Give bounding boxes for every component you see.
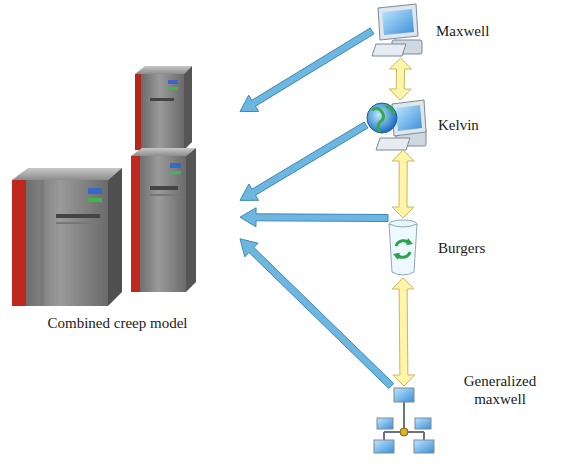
model-label: Generalized maxwell [458,372,542,408]
server-group: Combined creep model [10,66,240,306]
model-label: Kelvin [438,116,538,134]
network-icon [374,388,434,453]
server-large [12,168,122,306]
recycle-bin-icon [389,220,417,275]
model-icon: Maxwell [372,4,427,58]
model-icon: Kelvin [366,100,428,150]
caption-holder: Kelvin [438,116,538,134]
model-label: Burgers [438,239,538,257]
double-arrow [389,58,411,100]
flow-arrow [240,208,388,227]
caption-holder: Maxwell [436,22,536,40]
model-label: Maxwell [436,22,536,40]
globe-computer-icon [367,100,426,150]
double-arrow [392,278,415,386]
caption-holder: Combined creep model [0,314,235,332]
model-label: Combined creep model [0,314,235,332]
model-icon: Generalized maxwell [372,386,436,456]
server-middle [131,148,196,292]
caption-holder: Burgers [438,239,538,257]
flow-arrow [240,28,374,112]
server-small-top [135,66,192,150]
double-arrow [392,150,414,218]
flow-arrow [240,239,394,389]
model-icon: Burgers [388,218,418,278]
computer-icon [372,4,422,56]
flow-arrow [240,122,368,200]
caption-holder: Generalized maxwell [458,372,542,408]
